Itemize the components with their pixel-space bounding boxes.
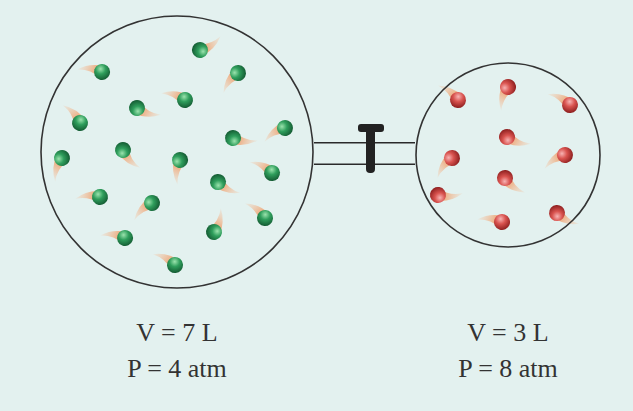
gas-property: V = 3 L (388, 315, 628, 351)
bulb-label: V = 3 LP = 8 atm (388, 315, 628, 387)
gas-property: V = 7 L (57, 315, 297, 351)
gas-property: P = 8 atm (388, 351, 628, 387)
gas-bulb: V = 7 LP = 4 atm (40, 15, 314, 289)
connecting-tube (314, 142, 415, 165)
bulb-outline (415, 62, 601, 248)
gas-property: P = 4 atm (57, 351, 297, 387)
gas-bulb: V = 3 LP = 8 atm (415, 62, 601, 248)
bulb-label: V = 7 LP = 4 atm (57, 315, 297, 387)
bulb-circle (41, 16, 313, 288)
tube-group (314, 153, 415, 154)
bulb-circle (416, 63, 600, 247)
tube-bore (314, 144, 415, 164)
bulb-outline (40, 15, 314, 289)
